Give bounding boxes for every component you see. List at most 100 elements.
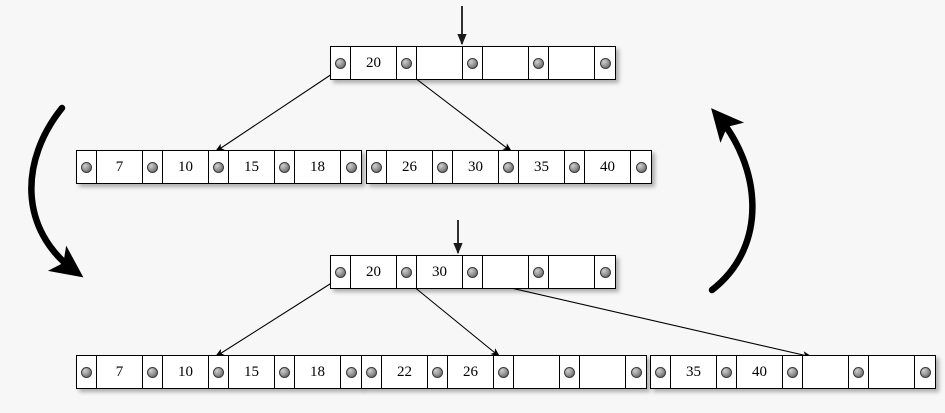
- pointer-dot-icon: [853, 366, 864, 378]
- pointer-dot-icon: [335, 266, 346, 278]
- pointer-dot-icon: [279, 366, 290, 378]
- pointer-cell: [362, 356, 382, 388]
- pointer-dot-icon: [787, 366, 798, 378]
- pointer-dot-icon: [564, 366, 575, 378]
- empty-key-cell: [483, 47, 529, 79]
- empty-key-cell: [483, 256, 529, 288]
- pointer-cell: [463, 47, 483, 79]
- pointer-dot-icon: [147, 366, 158, 378]
- pointer-dot-icon: [279, 161, 290, 173]
- pointer-dot-icon: [401, 266, 412, 278]
- pointer-dot-icon: [533, 57, 544, 69]
- pointer-dot-icon: [630, 366, 642, 378]
- key-cell: 7: [97, 356, 143, 388]
- pointer-dot-icon: [919, 366, 931, 378]
- pointer-cell: [275, 356, 295, 388]
- flow-arrow-right-up: [708, 108, 756, 294]
- pointer-cell: [331, 256, 351, 288]
- key-cell: 30: [453, 151, 499, 183]
- pointer-dot-icon: [498, 366, 509, 378]
- pointer-cell: [915, 356, 935, 388]
- key-cell: 40: [585, 151, 631, 183]
- pointer-cell: [209, 151, 229, 183]
- key-cell: 30: [417, 256, 463, 288]
- empty-key-cell: [514, 356, 560, 388]
- empty-key-cell: [549, 47, 595, 79]
- pointer-dot-icon: [81, 161, 92, 173]
- pointer-dot-icon: [503, 161, 514, 173]
- pointer-dot-icon: [371, 161, 382, 173]
- key-cell: 20: [351, 256, 397, 288]
- pointer-dot-icon: [345, 161, 357, 173]
- pointer-cell: [341, 151, 361, 183]
- empty-key-cell: [417, 47, 463, 79]
- empty-key-cell: [869, 356, 915, 388]
- pointer-dot-icon: [366, 366, 377, 378]
- pointer-dot-icon: [437, 161, 448, 173]
- pointer-cell: [463, 256, 483, 288]
- key-cell: 20: [351, 47, 397, 79]
- pointer-cell: [143, 151, 163, 183]
- empty-key-cell: [803, 356, 849, 388]
- empty-key-cell: [549, 256, 595, 288]
- pointer-cell: [717, 356, 737, 388]
- pointer-cell: [397, 256, 417, 288]
- key-cell: 10: [163, 151, 209, 183]
- pointer-dot-icon: [533, 266, 544, 278]
- pointer-cell: [341, 356, 361, 388]
- key-cell: 26: [448, 356, 494, 388]
- key-cell: 18: [295, 151, 341, 183]
- pointer-cell: [494, 356, 514, 388]
- pointer-dot-icon: [467, 57, 478, 69]
- pointer-cell: [560, 356, 580, 388]
- pointer-cell: [595, 47, 615, 79]
- pointer-cell: [595, 256, 615, 288]
- pointer-cell: [209, 356, 229, 388]
- pointer-dot-icon: [569, 161, 580, 173]
- pointer-dot-icon: [213, 366, 224, 378]
- pointer-cell: [77, 151, 97, 183]
- pointer-cell: [499, 151, 519, 183]
- pointer-cell: [331, 47, 351, 79]
- bottom-leaf-node-1: 7 10 15 18: [76, 355, 362, 389]
- key-cell: 10: [163, 356, 209, 388]
- pointer-dot-icon: [147, 161, 158, 173]
- edge-bottom-root-to-leaf-3: [462, 276, 813, 359]
- key-cell: 35: [519, 151, 565, 183]
- key-cell: 7: [97, 151, 143, 183]
- pointer-dot-icon: [335, 57, 346, 69]
- pointer-cell: [275, 151, 295, 183]
- pointer-dot-icon: [599, 266, 611, 278]
- pointer-cell: [433, 151, 453, 183]
- key-cell: 18: [295, 356, 341, 388]
- pointer-dot-icon: [599, 57, 611, 69]
- edge-bottom-root-to-leaf-2: [401, 276, 501, 358]
- key-cell: 15: [229, 356, 275, 388]
- edge-bottom-root-to-leaf-1: [214, 276, 342, 358]
- pointer-dot-icon: [655, 366, 666, 378]
- pointer-cell: [397, 47, 417, 79]
- pointer-cell: [631, 151, 651, 183]
- pointer-cell: [626, 356, 646, 388]
- pointer-dot-icon: [467, 266, 478, 278]
- pointer-cell: [849, 356, 869, 388]
- pointer-dot-icon: [721, 366, 732, 378]
- pointer-cell: [529, 47, 549, 79]
- pointer-cell: [428, 356, 448, 388]
- key-cell: 40: [737, 356, 783, 388]
- pointer-dot-icon: [213, 161, 224, 173]
- empty-key-cell: [580, 356, 626, 388]
- pointer-dot-icon: [635, 161, 647, 173]
- pointer-dot-icon: [345, 366, 357, 378]
- pointer-cell: [565, 151, 585, 183]
- edge-top-root-to-left-leaf: [214, 67, 342, 153]
- top-root-node: 20: [330, 46, 616, 80]
- pointer-dot-icon: [401, 57, 412, 69]
- pointer-cell: [651, 356, 671, 388]
- pointer-cell: [783, 356, 803, 388]
